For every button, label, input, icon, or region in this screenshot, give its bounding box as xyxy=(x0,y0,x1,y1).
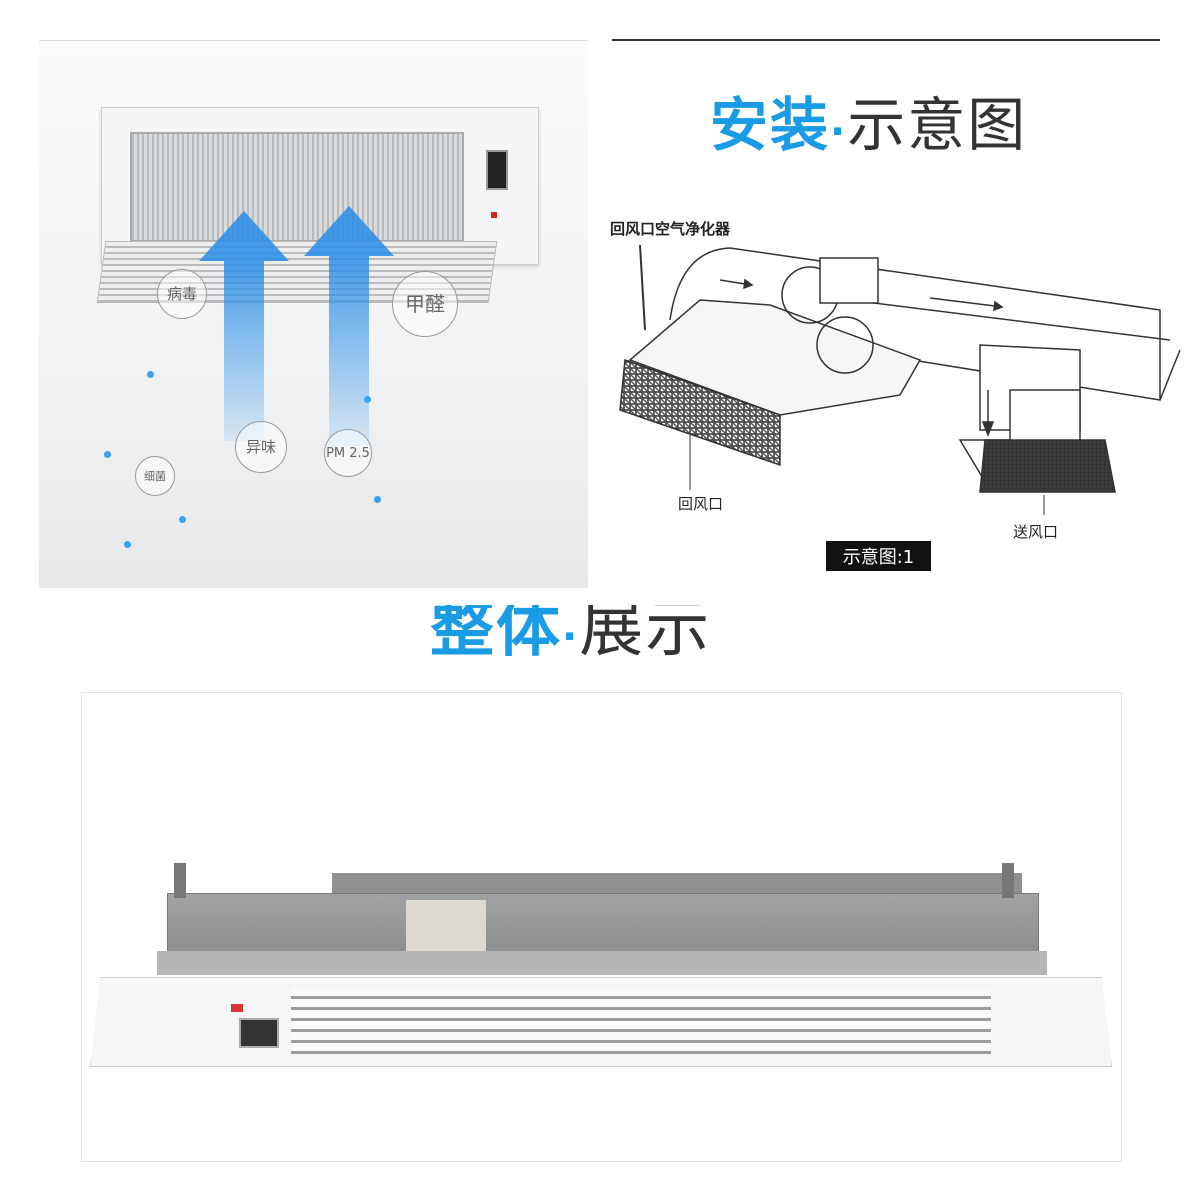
airflow-arrow-icon xyxy=(199,211,289,441)
particle-dot xyxy=(104,451,111,458)
title-rest: 展示 xyxy=(579,605,712,665)
airflow-arrow-icon xyxy=(304,206,394,446)
purifier-effect-photo: 病毒 甲醛 异味 PM 2.5 细菌 xyxy=(39,40,588,588)
particle-dot xyxy=(364,396,371,403)
divider xyxy=(612,39,1160,41)
filter-mesh xyxy=(130,132,464,242)
title-separator: · xyxy=(830,109,848,155)
bubble-virus: 病毒 xyxy=(157,269,207,319)
air-grille xyxy=(291,988,991,1054)
ceiling-panel xyxy=(90,977,1112,1067)
particle-dot xyxy=(374,496,381,503)
particle-dot xyxy=(124,541,131,548)
particle-dot xyxy=(179,516,186,523)
product-overview-photo xyxy=(81,692,1122,1162)
title-separator: · xyxy=(562,614,580,660)
install-title: 安装·示意图 xyxy=(710,78,1027,162)
mount-bracket xyxy=(1002,863,1014,898)
label-return-vent: 回风口 xyxy=(678,495,724,513)
bubble-odor: 异味 xyxy=(235,421,287,473)
label-purifier: 回风口空气净化器 xyxy=(610,220,731,238)
title-accent: 安装 xyxy=(710,91,831,159)
particle-dot xyxy=(147,371,154,378)
power-switch xyxy=(239,1018,279,1048)
nameplate xyxy=(406,900,486,952)
indicator-light xyxy=(231,1004,243,1012)
title-rest: 示意图 xyxy=(847,91,1028,159)
bubble-formaldehyde: 甲醛 xyxy=(392,271,458,337)
title-accent: 整体 xyxy=(430,605,562,665)
power-switch xyxy=(486,150,508,190)
bubble-bacteria: 细菌 xyxy=(135,456,175,496)
label-supply-vent: 送风口 xyxy=(1013,523,1059,541)
overview-title: 整体·展示 xyxy=(400,605,840,665)
mount-bracket xyxy=(174,863,186,898)
indicator-light xyxy=(491,212,497,218)
bubble-pm25: PM 2.5 xyxy=(324,429,372,477)
unit-body xyxy=(167,893,1039,957)
unit-base xyxy=(157,951,1047,975)
install-diagram xyxy=(619,244,1181,515)
diagram-caption: 示意图:1 xyxy=(826,541,931,571)
